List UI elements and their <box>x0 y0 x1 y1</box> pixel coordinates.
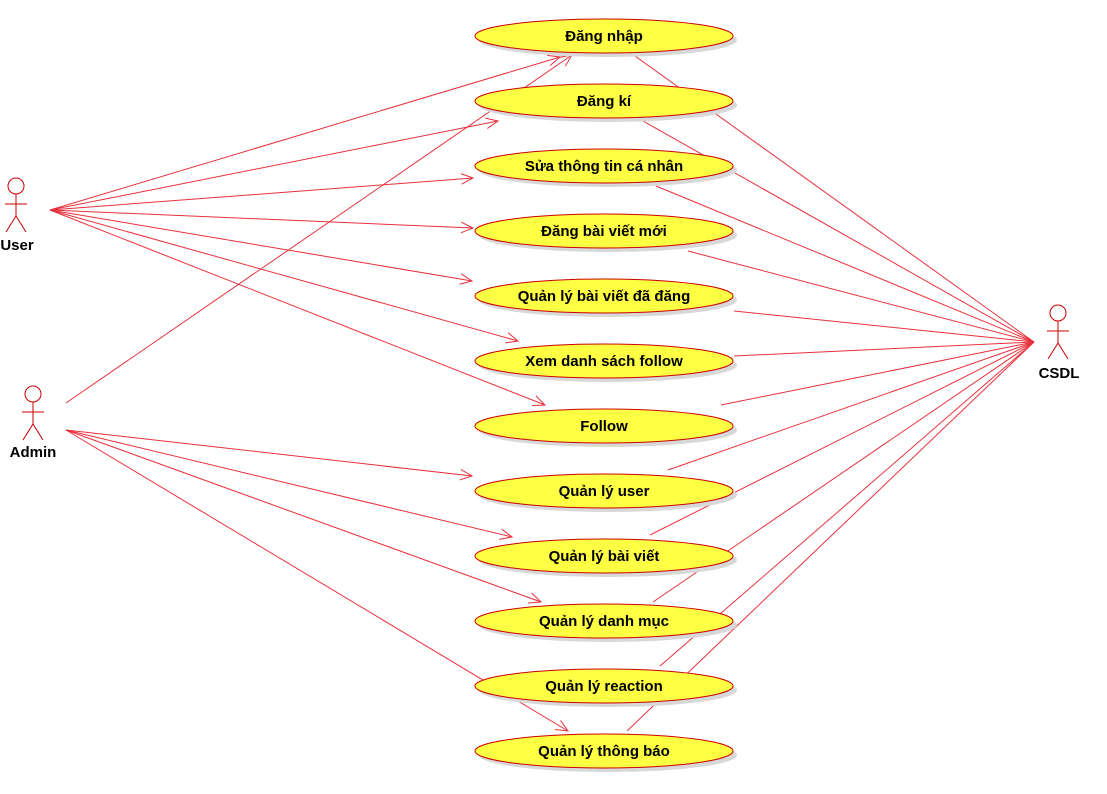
use-case-ellipse <box>474 668 734 704</box>
actor-label: CSDL <box>1039 365 1080 382</box>
association-user-sua-thong-tin <box>49 173 475 211</box>
association-user-dang-nhap <box>49 54 562 211</box>
use-case-label: Quản lý bài viết đã đăng <box>518 288 691 305</box>
use-case-label: Quản lý user <box>559 483 650 500</box>
use-case-ellipse <box>474 733 734 769</box>
association-quan-ly-reaction-csdl <box>659 341 1035 667</box>
association-user-dang-ki <box>49 117 500 211</box>
use-case-ellipse <box>474 408 734 444</box>
use-case-follow[interactable]: Follow <box>474 408 737 447</box>
use-case-dang-bai-viet-moi[interactable]: Đăng bài viết mới <box>474 213 737 252</box>
use-case-quan-ly-bai-viet-da-dang[interactable]: Quản lý bài viết đã đăng <box>474 278 737 317</box>
stick-figure-icon <box>5 177 27 233</box>
association-quan-ly-thong-bao-csdl <box>626 341 1035 732</box>
use-case-quan-ly-danh-muc[interactable]: Quản lý danh mục <box>474 603 737 642</box>
actor-user[interactable]: User <box>0 177 34 254</box>
stick-figure-icon <box>1047 304 1069 360</box>
use-case-quan-ly-bai-viet[interactable]: Quản lý bài viết <box>474 538 737 577</box>
use-case-label: Xem danh sách follow <box>525 353 683 370</box>
association-xem-danh-sach-follow-csdl <box>733 341 1035 357</box>
use-case-ellipse <box>474 278 734 314</box>
use-case-xem-danh-sach-follow[interactable]: Xem danh sách follow <box>474 343 737 382</box>
actor-label: User <box>0 237 34 254</box>
use-case-label: Quản lý thông báo <box>538 743 670 760</box>
use-case-label: Đăng kí <box>577 93 632 110</box>
use-case-ellipse <box>474 603 734 639</box>
actor-label: Admin <box>10 444 57 461</box>
use-case-ellipse <box>474 148 734 184</box>
association-dang-bai-viet-moi-csdl <box>687 250 1035 343</box>
use-case-quan-ly-reaction[interactable]: Quản lý reaction <box>474 668 737 707</box>
use-case-label: Sửa thông tin cá nhân <box>525 158 683 175</box>
association-quan-ly-user-csdl <box>667 341 1035 471</box>
use-case-ellipse <box>474 83 734 119</box>
actor-csdl[interactable]: CSDL <box>1039 304 1080 382</box>
use-case-ellipse <box>474 538 734 574</box>
use-case-ellipse <box>474 18 734 54</box>
association-admin-quan-ly-bai-viet <box>65 429 514 540</box>
association-admin-quan-ly-danh-muc <box>65 429 543 604</box>
association-user-xem-danh-sach-follow <box>49 209 520 344</box>
use-case-ellipse <box>474 473 734 509</box>
use-case-label: Quản lý bài viết <box>549 548 660 565</box>
use-case-label: Quản lý reaction <box>545 678 663 695</box>
association-sua-thong-tin-csdl <box>655 185 1035 343</box>
use-case-label: Follow <box>580 418 628 435</box>
association-follow-csdl <box>720 341 1035 406</box>
association-user-quan-ly-bai-viet-da-dang <box>49 209 474 285</box>
use-case-ellipse <box>474 213 734 249</box>
association-admin-quan-ly-user <box>65 429 474 481</box>
use-case-label: Quản lý danh mục <box>539 613 669 630</box>
actor-admin[interactable]: Admin <box>10 385 57 461</box>
stick-figure-icon <box>22 385 44 441</box>
use-case-label: Đăng nhập <box>565 28 643 45</box>
use-case-ellipse <box>474 343 734 379</box>
association-user-dang-bai-viet-moi <box>49 209 475 234</box>
association-user-follow <box>49 209 547 407</box>
use-case-dang-nhap[interactable]: Đăng nhập <box>474 18 737 57</box>
association-quan-ly-bai-viet-da-dang-csdl <box>733 310 1035 343</box>
use-case-dang-ki[interactable]: Đăng kí <box>474 83 737 122</box>
use-case-sua-thong-tin[interactable]: Sửa thông tin cá nhân <box>474 148 737 187</box>
use-case-quan-ly-user[interactable]: Quản lý user <box>474 473 737 512</box>
use-case-label: Đăng bài viết mới <box>541 223 667 240</box>
use-case-quan-ly-thong-bao[interactable]: Quản lý thông báo <box>474 733 737 772</box>
